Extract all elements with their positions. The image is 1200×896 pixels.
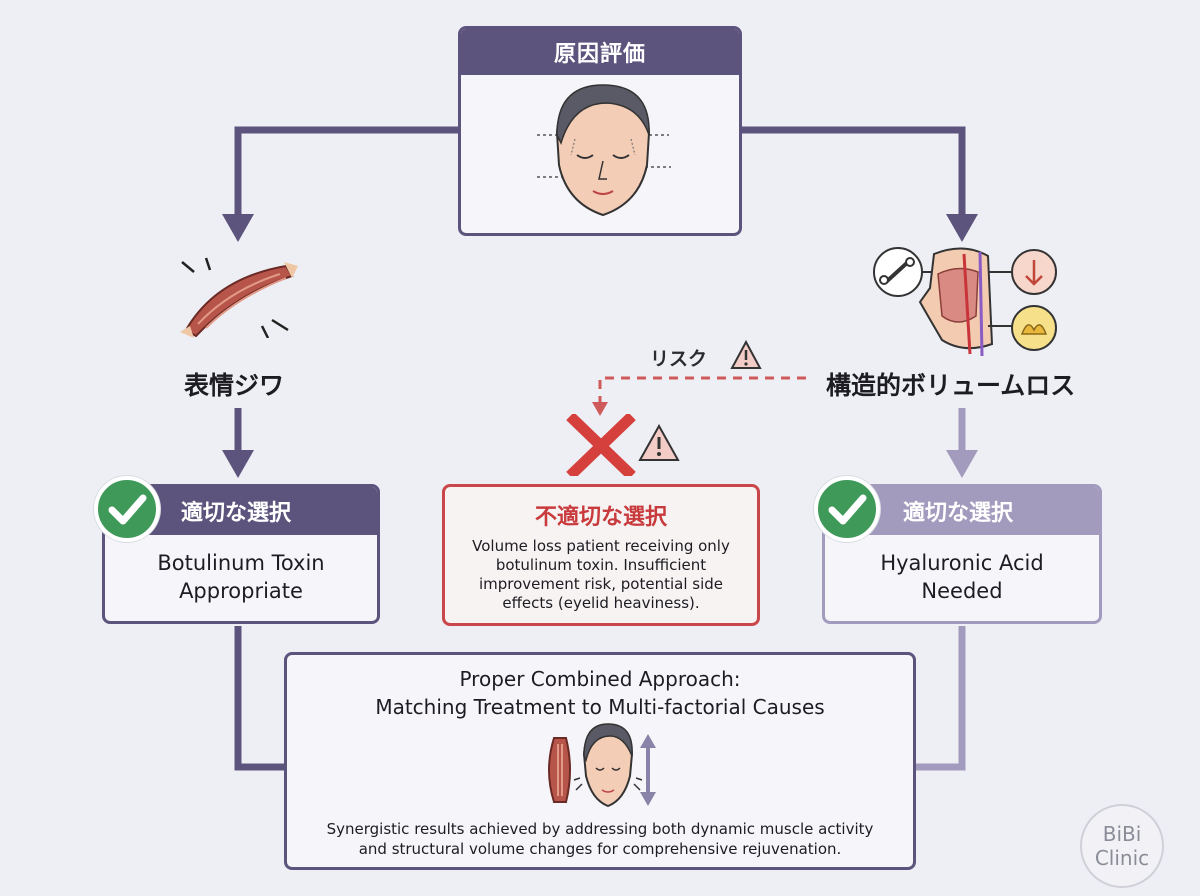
cross-icon — [566, 414, 636, 476]
vertical-arrow-icon — [640, 734, 656, 806]
inappropriate-choice-title: 不適切な選択 — [534, 505, 667, 530]
face-icon — [537, 84, 671, 217]
check-icon — [94, 476, 160, 542]
warning-icon — [638, 424, 680, 461]
cause-assessment-box: 原因評価 — [458, 26, 742, 236]
botulinum-result: Botulinum Toxin Appropriate — [157, 551, 325, 603]
inappropriate-choice-box: 不適切な選択 Volume loss patient receiving onl… — [442, 484, 760, 626]
combined-treatment-icon — [548, 723, 656, 808]
face-icon — [573, 723, 643, 808]
down-arrow-icon — [1011, 249, 1057, 295]
combined-approach-description: Synergistic results achieved by addressi… — [326, 820, 874, 858]
muscle-icon — [180, 257, 298, 338]
muscle-icon — [548, 737, 571, 803]
structural-volume-loss-label: 構造的ボリュームロス — [826, 371, 1076, 400]
fat-volume-icon — [1011, 305, 1057, 351]
cause-assessment-title: 原因評価 — [461, 29, 739, 75]
combined-approach-title: Proper Combined Approach: Matching Treat… — [375, 667, 825, 719]
bibi-clinic-logo: BiBi Clinic — [1080, 804, 1164, 888]
arrow-down-left-icon — [222, 214, 254, 242]
check-icon — [814, 476, 880, 542]
bone-icon — [873, 247, 923, 297]
facial-anatomy-icon — [873, 247, 1057, 357]
hyaluronic-result: Hyaluronic Acid Needed — [880, 551, 1044, 603]
risk-label: リスク — [650, 348, 708, 370]
expression-wrinkles-label: 表情ジワ — [184, 371, 285, 400]
inappropriate-choice-description: Volume loss patient receiving only botul… — [472, 537, 730, 612]
warning-icon — [730, 340, 762, 369]
arrow-down-right-icon — [946, 214, 978, 242]
